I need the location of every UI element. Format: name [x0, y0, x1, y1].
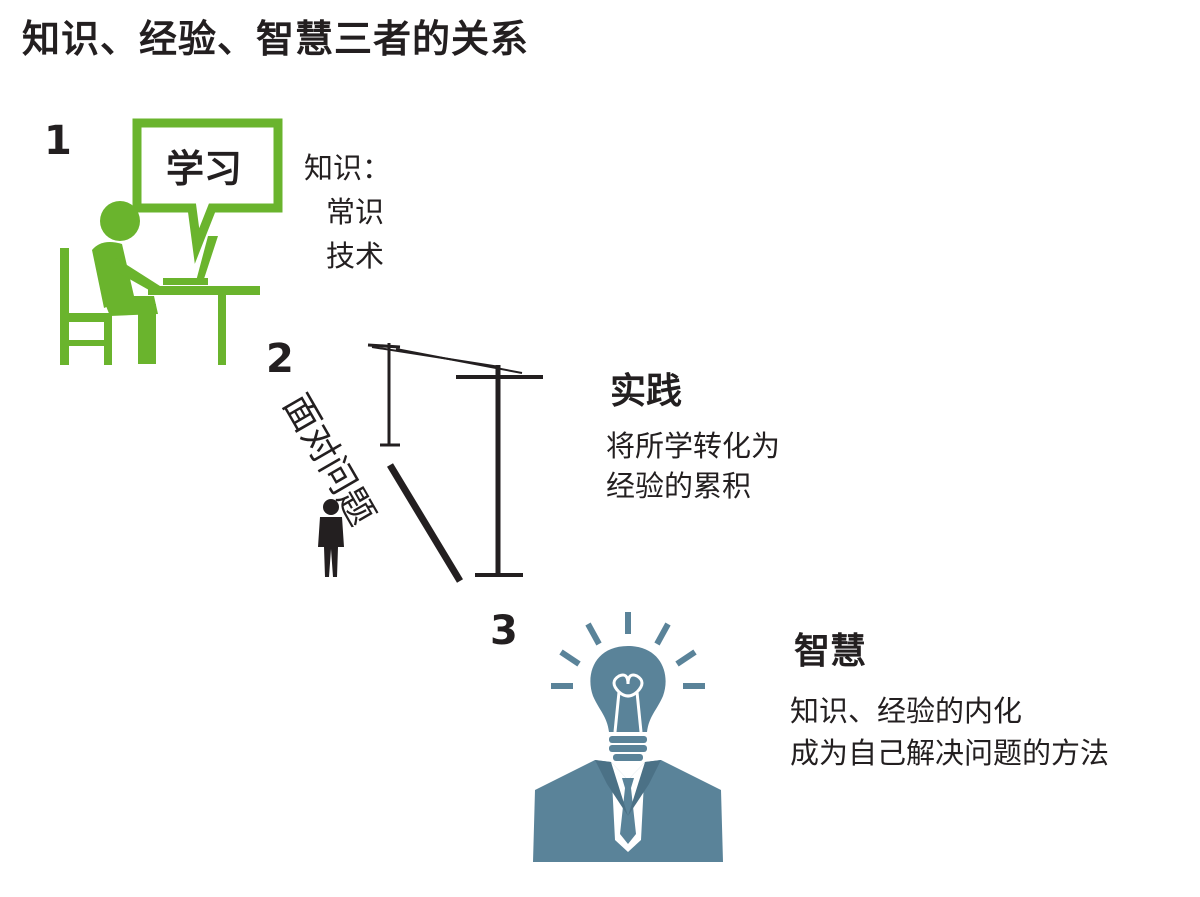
step-2-number: 2	[266, 336, 294, 382]
description-line: 经验的累积	[606, 469, 752, 503]
practice-description: 将所学转化为 经验的累积	[606, 426, 780, 506]
step-3-number: 3	[490, 608, 518, 654]
wisdom-heading: 智慧	[794, 631, 867, 672]
lightbulb-head-person-icon	[533, 612, 723, 862]
page-title: 知识、经验、智慧三者的关系	[22, 17, 530, 61]
description-line: 将所学转化为	[606, 429, 781, 463]
description-line: 知识、经验的内化	[790, 694, 1023, 728]
description-line: 成为自己解决问题的方法	[790, 736, 1110, 770]
knowledge-line: 常识	[326, 195, 385, 229]
person-at-laptop-icon	[60, 118, 283, 365]
wisdom-description: 知识、经验的内化 成为自己解决问题的方法	[790, 690, 1109, 774]
step-1-number: 1	[44, 118, 72, 164]
knowledge-line: 知识：	[304, 151, 392, 185]
practice-heading: 实践	[610, 371, 683, 412]
bubble-label-study: 学习	[166, 147, 243, 191]
knowledge-line: 技术	[326, 239, 385, 273]
knowledge-list: 知识： 常识 技术	[304, 146, 424, 278]
person-facing-ramp-icon	[318, 343, 543, 583]
